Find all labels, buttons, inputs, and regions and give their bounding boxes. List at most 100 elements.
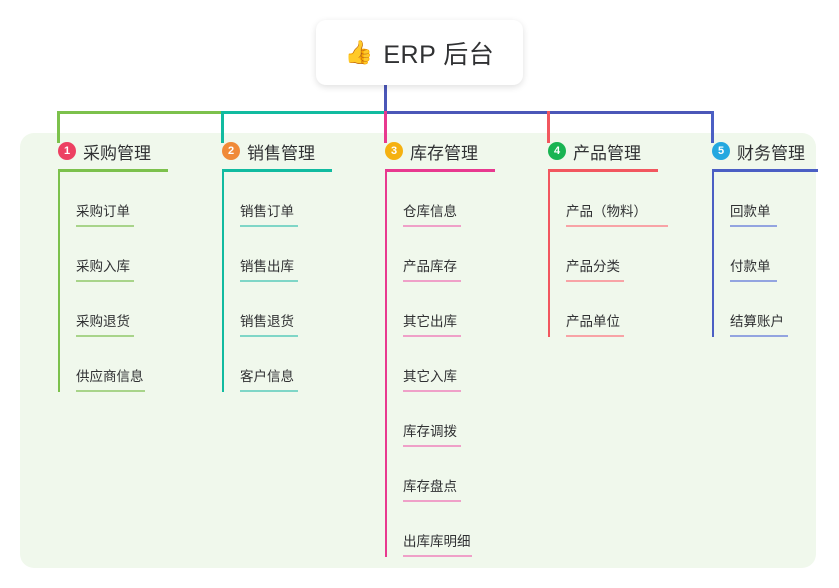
branch-item-underline (403, 390, 461, 392)
branch-item-underline (403, 555, 472, 557)
branch-item-list: 销售订单销售出库销售退货客户信息 (222, 172, 352, 392)
branch-item[interactable]: 产品单位 (548, 282, 678, 337)
branch-item[interactable]: 采购退货 (58, 282, 188, 337)
branch-item-label: 客户信息 (240, 369, 294, 384)
branch-spine (385, 172, 387, 557)
branch-item-label: 其它出库 (403, 314, 457, 329)
thumbs-up-icon: 👍 (344, 39, 374, 65)
branch-spine (712, 172, 714, 337)
branch-item-label: 出库库明细 (403, 534, 471, 549)
branch-item[interactable]: 其它入库 (385, 337, 515, 392)
branch-title: 财务管理 (737, 143, 805, 163)
branch-spine (58, 172, 60, 392)
branch-item[interactable]: 客户信息 (222, 337, 352, 392)
branch-item[interactable]: 其它出库 (385, 282, 515, 337)
root-node-title: ERP 后台 (383, 40, 495, 69)
branch-item[interactable]: 采购入库 (58, 227, 188, 282)
branch-header-2[interactable]: 2 销售管理 (202, 133, 352, 169)
root-drop-line (384, 85, 387, 114)
branch-spine (548, 172, 550, 337)
branch-underline (222, 169, 332, 172)
branch-number-badge: 4 (548, 142, 566, 160)
branch-item[interactable]: 产品（物料） (548, 172, 678, 227)
branch-item-list: 采购订单采购入库采购退货供应商信息 (58, 172, 188, 392)
branch-item[interactable]: 出库库明细 (385, 502, 515, 557)
branch-item-underline (566, 280, 624, 282)
branch-spine (222, 172, 224, 392)
branch-underline (58, 169, 168, 172)
branch-item-label: 库存盘点 (403, 479, 457, 494)
branch-item[interactable]: 付款单 (712, 227, 838, 282)
branch-item-label: 产品分类 (566, 259, 620, 274)
branch-item-underline (730, 280, 777, 282)
branch-item-label: 采购退货 (76, 314, 130, 329)
branch-item-list: 产品（物料） 产品分类产品单位 (548, 172, 678, 337)
branch-item[interactable]: 销售订单 (222, 172, 352, 227)
branch-item-underline (76, 390, 145, 392)
branch-item-underline (76, 280, 134, 282)
branch-title: 销售管理 (247, 143, 315, 163)
branch-underline (385, 169, 495, 172)
branch-item-underline (730, 225, 777, 227)
branch-item-label: 销售出库 (240, 259, 294, 274)
branch-item-underline (403, 500, 461, 502)
branch-item-underline (240, 335, 298, 337)
branch-number-badge: 3 (385, 142, 403, 160)
branch-item-underline (403, 335, 461, 337)
root-node-card[interactable]: 👍 ERP 后台 (316, 20, 523, 85)
branch-item-label: 回款单 (730, 204, 771, 219)
branch-header-5[interactable]: 5 财务管理 (692, 133, 838, 169)
column-drop-line-5 (711, 111, 714, 143)
branch-column-3: 3 库存管理仓库信息产品库存其它出库其它入库库存调拨库存盘点出库库明细 (365, 133, 515, 557)
branch-column-2: 2 销售管理销售订单销售出库销售退货客户信息 (202, 133, 352, 392)
branch-item-label: 结算账户 (730, 314, 784, 329)
branch-item-label: 库存调拨 (403, 424, 457, 439)
branches-panel (20, 133, 816, 568)
branch-item-underline (240, 225, 298, 227)
branch-item[interactable]: 库存盘点 (385, 447, 515, 502)
branch-number-badge: 2 (222, 142, 240, 160)
branch-item[interactable]: 销售出库 (222, 227, 352, 282)
branch-item-label: 采购订单 (76, 204, 130, 219)
branch-header-3[interactable]: 3 库存管理 (365, 133, 515, 169)
branch-item-label: 产品单位 (566, 314, 620, 329)
branch-title: 采购管理 (83, 143, 151, 163)
branch-item-underline (240, 390, 298, 392)
branch-item[interactable]: 产品库存 (385, 227, 515, 282)
branch-item[interactable]: 产品分类 (548, 227, 678, 282)
bus-segment-teal (221, 111, 386, 114)
branch-item-label: 供应商信息 (76, 369, 144, 384)
branch-item-underline (76, 225, 134, 227)
branch-item[interactable]: 库存调拨 (385, 392, 515, 447)
branch-item-list: 回款单付款单结算账户 (712, 172, 838, 337)
branch-item-label: 其它入库 (403, 369, 457, 384)
branch-item[interactable]: 采购订单 (58, 172, 188, 227)
branch-item-underline (403, 225, 461, 227)
branch-underline (712, 169, 818, 172)
column-drop-line-3 (384, 111, 387, 143)
branch-item-underline (730, 335, 788, 337)
branch-item[interactable]: 销售退货 (222, 282, 352, 337)
branch-item-underline (403, 445, 461, 447)
branch-item-label: 销售订单 (240, 204, 294, 219)
branch-item[interactable]: 仓库信息 (385, 172, 515, 227)
column-drop-line-1 (57, 111, 60, 143)
branch-item-label: 采购入库 (76, 259, 130, 274)
branch-item[interactable]: 供应商信息 (58, 337, 188, 392)
branch-number-badge: 5 (712, 142, 730, 160)
branch-title: 库存管理 (410, 143, 478, 163)
branch-item-label: 销售退货 (240, 314, 294, 329)
branch-item-underline (240, 280, 298, 282)
branch-item-underline (76, 335, 134, 337)
branch-item[interactable]: 回款单 (712, 172, 838, 227)
bus-segment-green (57, 111, 223, 114)
branch-item-underline (566, 225, 668, 227)
branch-item[interactable]: 结算账户 (712, 282, 838, 337)
branch-item-label: 产品库存 (403, 259, 457, 274)
